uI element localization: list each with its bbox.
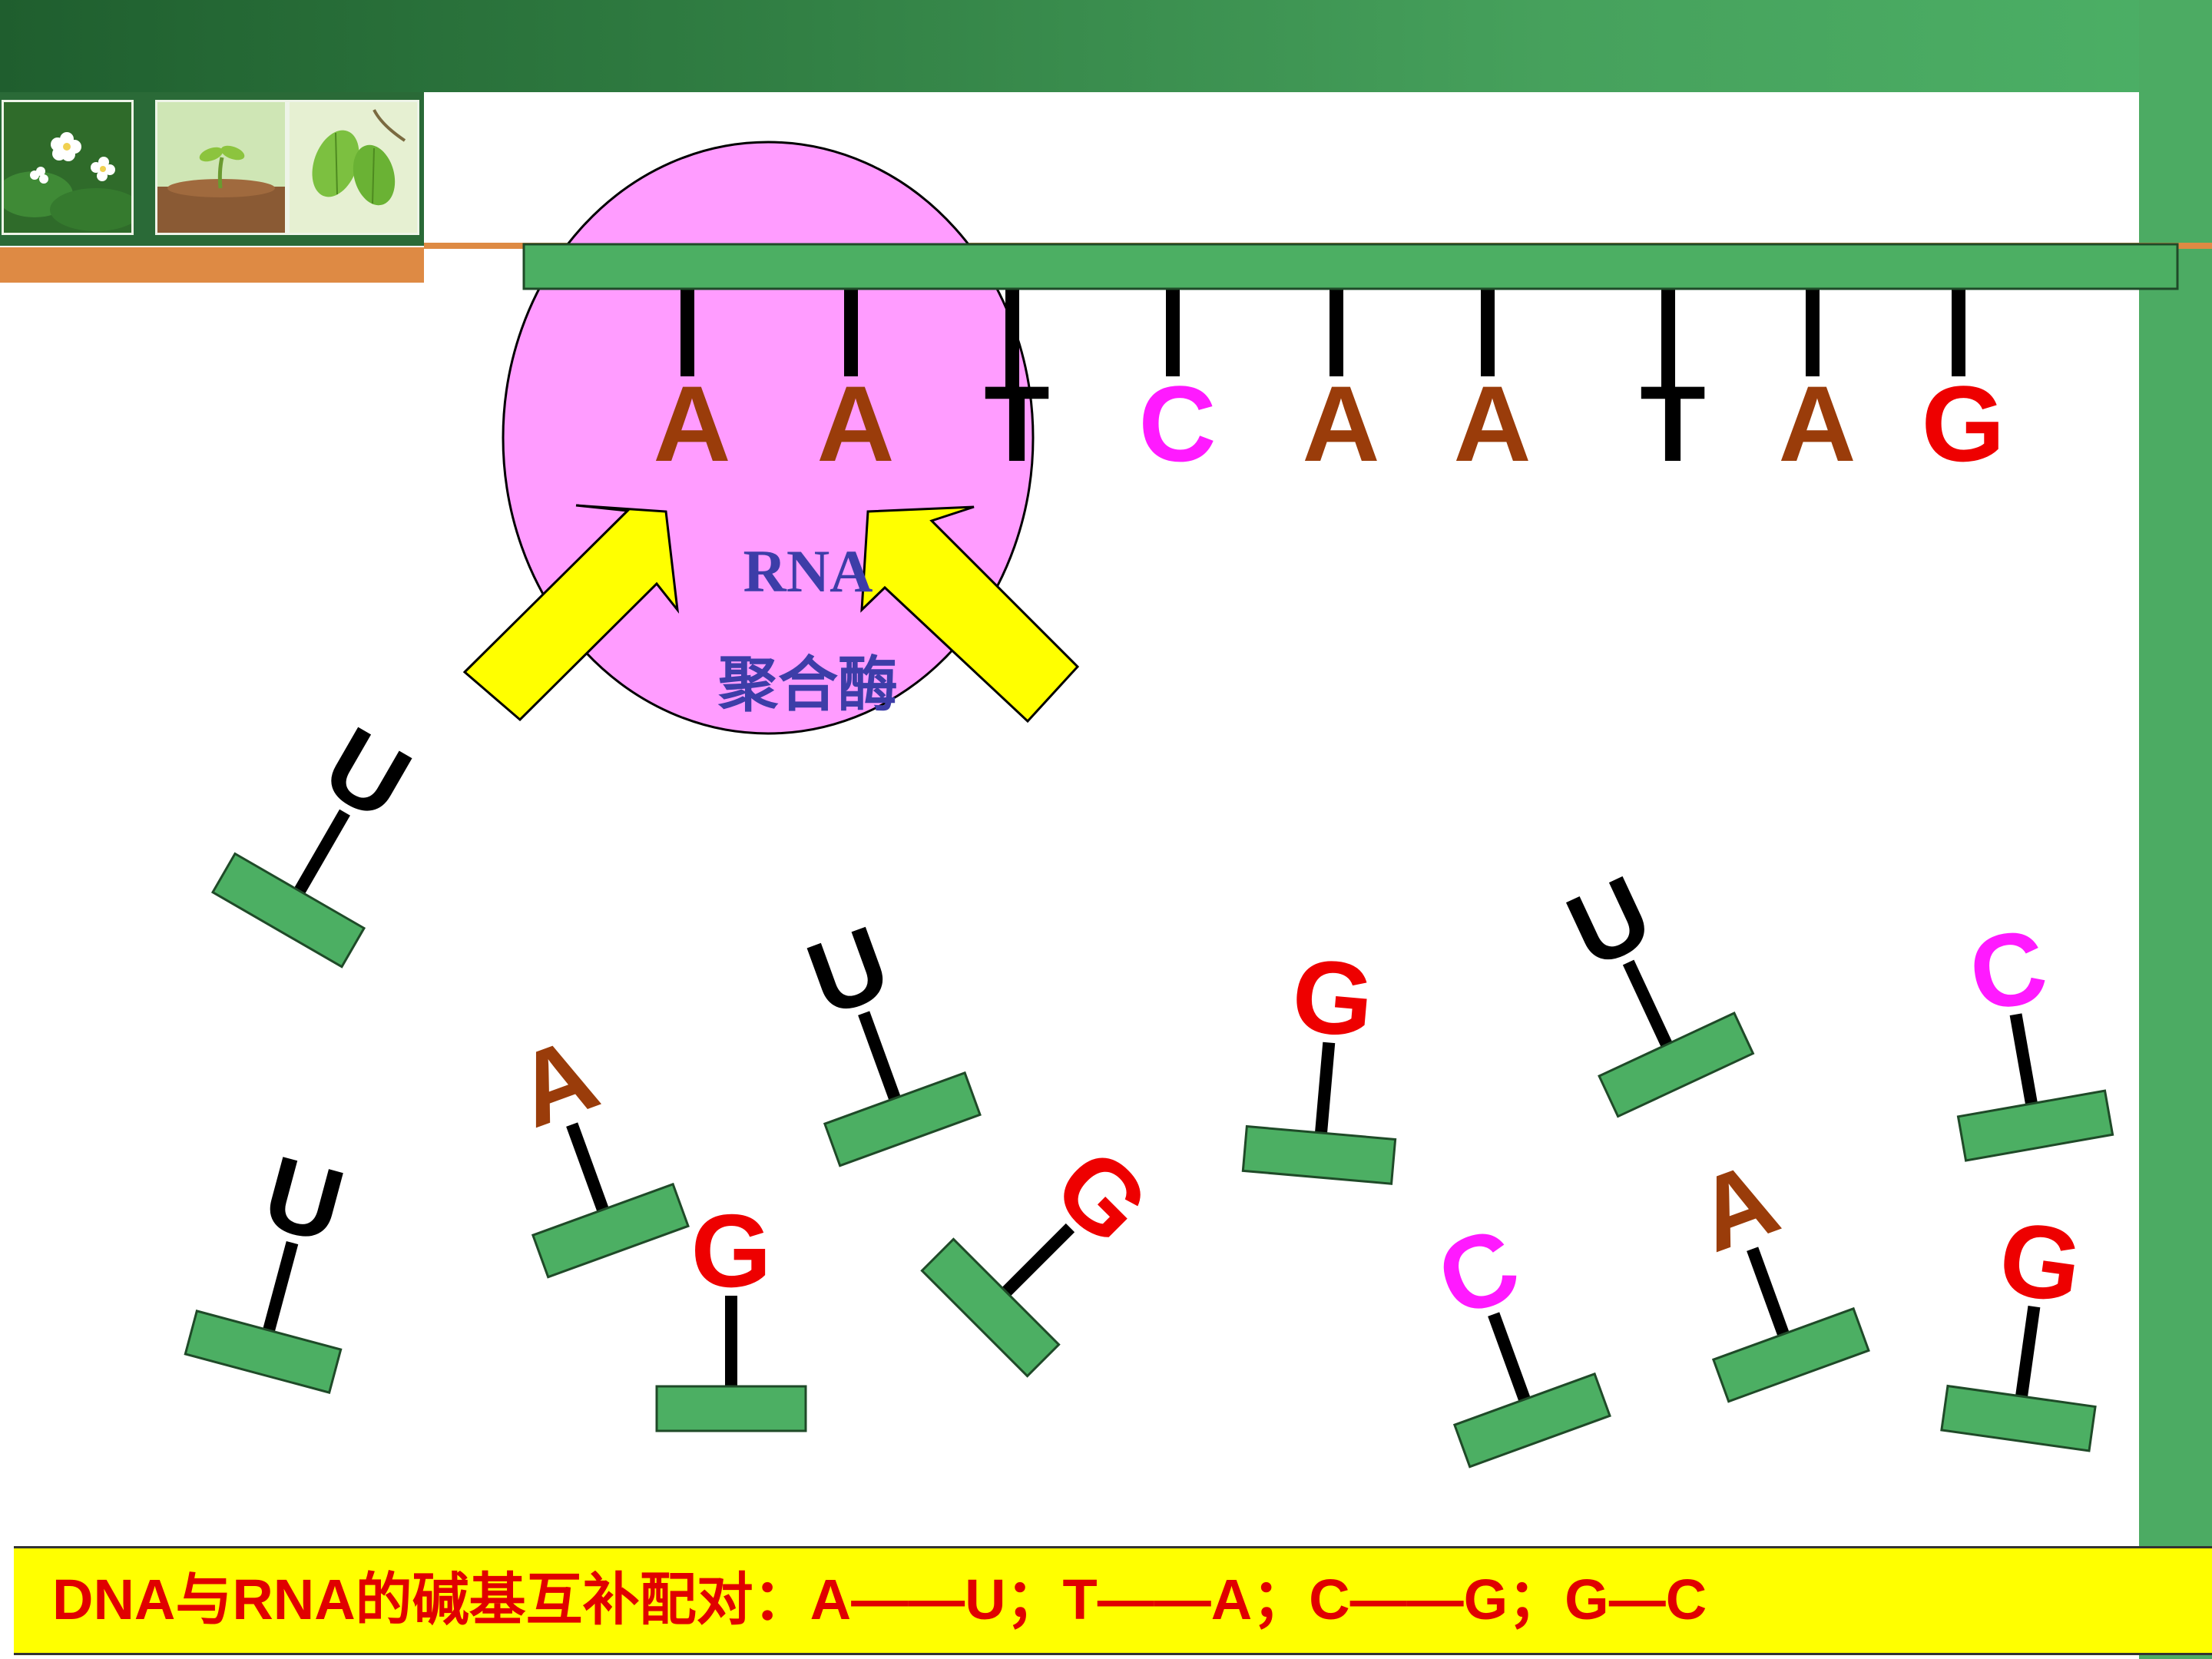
free-nucleotide: U: [210, 704, 429, 969]
template-base-letter: A: [816, 363, 894, 484]
nucleotide-base-letter: G: [690, 1193, 771, 1309]
nucleotide-stem: [1315, 1041, 1336, 1134]
nucleotide-base-letter: C: [1423, 1205, 1533, 1339]
enzyme-label-rna: RNA: [743, 538, 873, 604]
template-base-letter: A: [1778, 363, 1856, 484]
nucleotide-backbone: [184, 1310, 343, 1394]
nucleotide-stem: [263, 1240, 299, 1333]
nucleotide-stem: [858, 1011, 901, 1101]
nucleotide-base-letter: A: [1682, 1140, 1792, 1274]
free-nucleotide: A: [1682, 1140, 1870, 1403]
free-nucleotide: G: [1940, 1199, 2097, 1452]
nucleotide-stem: [2009, 1013, 2038, 1105]
template-base-letter: A: [1453, 363, 1531, 484]
nucleotide-stem: [1747, 1247, 1790, 1336]
nucleotide-backbone: [210, 852, 366, 969]
orange-accent-band: [0, 247, 424, 283]
leaves-photo: [287, 100, 419, 235]
nucleotide-backbone: [920, 1237, 1061, 1378]
nucleotide-stem: [1622, 959, 1673, 1048]
nucleotide-backbone: [1940, 1384, 2097, 1452]
template-base-letter: A: [653, 363, 730, 484]
nucleotide-backbone: [1711, 1306, 1870, 1403]
free-nucleotide: C: [1956, 906, 2114, 1162]
free-nucleotide: U: [793, 904, 982, 1167]
nucleotide-stem: [1002, 1223, 1075, 1296]
nucleotide-base-letter: G: [1992, 1199, 2088, 1325]
template-base-letter: T: [984, 363, 1050, 484]
nucleotide-backbone: [655, 1385, 807, 1432]
nucleotide-base-letter: U: [793, 904, 903, 1038]
nucleotide-stem: [2015, 1306, 2041, 1398]
nucleotide-base-letter: C: [1961, 906, 2055, 1034]
nucleotide-backbone: [1241, 1124, 1397, 1185]
right-arrow-icon: [860, 505, 1080, 724]
free-nucleotide: G: [1241, 936, 1397, 1185]
nucleotide-base-letter: U: [1551, 853, 1667, 990]
free-nucleotide: G: [920, 1127, 1171, 1378]
free-nucleotide: C: [1423, 1205, 1611, 1469]
caption-box: [14, 1546, 2212, 1655]
seedling-photo: [155, 100, 287, 235]
nucleotide-backbone: [531, 1182, 690, 1279]
nucleotide-backbone: [823, 1071, 982, 1167]
nucleotide-stem: [1488, 1312, 1531, 1402]
template-base-letter: A: [1302, 363, 1379, 484]
free-nucleotide: U: [184, 1134, 355, 1394]
template-base-letter: C: [1138, 363, 1216, 484]
nucleotide-backbone: [1452, 1372, 1611, 1469]
nucleotide-backbone: [1598, 1012, 1755, 1118]
nucleotide-backbone: [1956, 1089, 2114, 1162]
nucleotide-stem: [294, 809, 350, 894]
nucleotide-base-letter: A: [502, 1015, 611, 1150]
flower-photo: [2, 100, 134, 235]
top-banner: [0, 0, 2212, 92]
nucleotide-base-letter: U: [253, 1134, 355, 1265]
template-base-letter: T: [1640, 363, 1706, 484]
base-pairing-caption: DNA与RNA的碱基互补配对：A——U；T——A；C——G；G—C: [52, 1568, 1707, 1631]
template-base-letter: G: [1922, 363, 2005, 484]
free-nucleotide: A: [502, 1015, 690, 1279]
nucleotide-stem: [566, 1122, 609, 1212]
nucleotide-base-letter: U: [306, 704, 429, 843]
nucleotide-base-letter: G: [1287, 936, 1378, 1059]
dna-template-backbone: [522, 243, 2179, 290]
free-nucleotide: U: [1551, 853, 1755, 1118]
left-arrow-icon: [462, 504, 680, 722]
free-nucleotide: G: [655, 1193, 807, 1432]
enzyme-label-polymerase: 聚合酶: [717, 651, 898, 718]
